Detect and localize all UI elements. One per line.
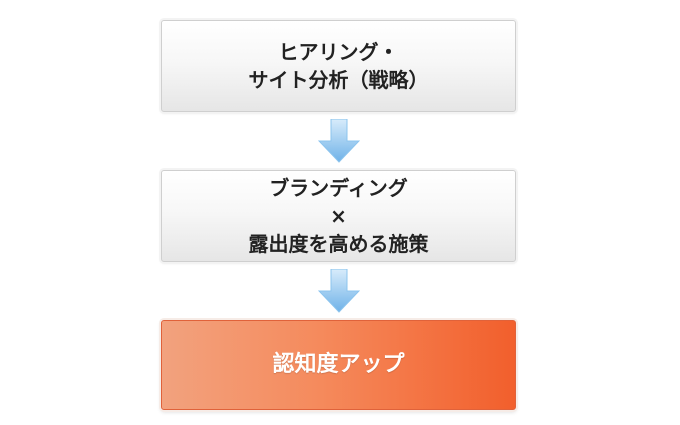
step2-line2: ×	[330, 204, 347, 228]
step2-line3: 露出度を高める施策	[248, 232, 429, 256]
step-box-hearing-analysis: ヒアリング・ サイト分析（戦略）	[161, 20, 516, 112]
step-box-awareness-up: 認知度アップ	[161, 320, 516, 410]
step1-line1: ヒアリング・	[278, 40, 399, 64]
step-box-branding-exposure: ブランディング × 露出度を高める施策	[161, 170, 516, 262]
down-arrow-icon	[318, 269, 360, 313]
step1-line2: サイト分析（戦略）	[248, 68, 429, 92]
down-arrow-icon	[318, 119, 360, 163]
step2-line1: ブランディング	[269, 176, 408, 200]
step3-label: 認知度アップ	[272, 352, 405, 377]
